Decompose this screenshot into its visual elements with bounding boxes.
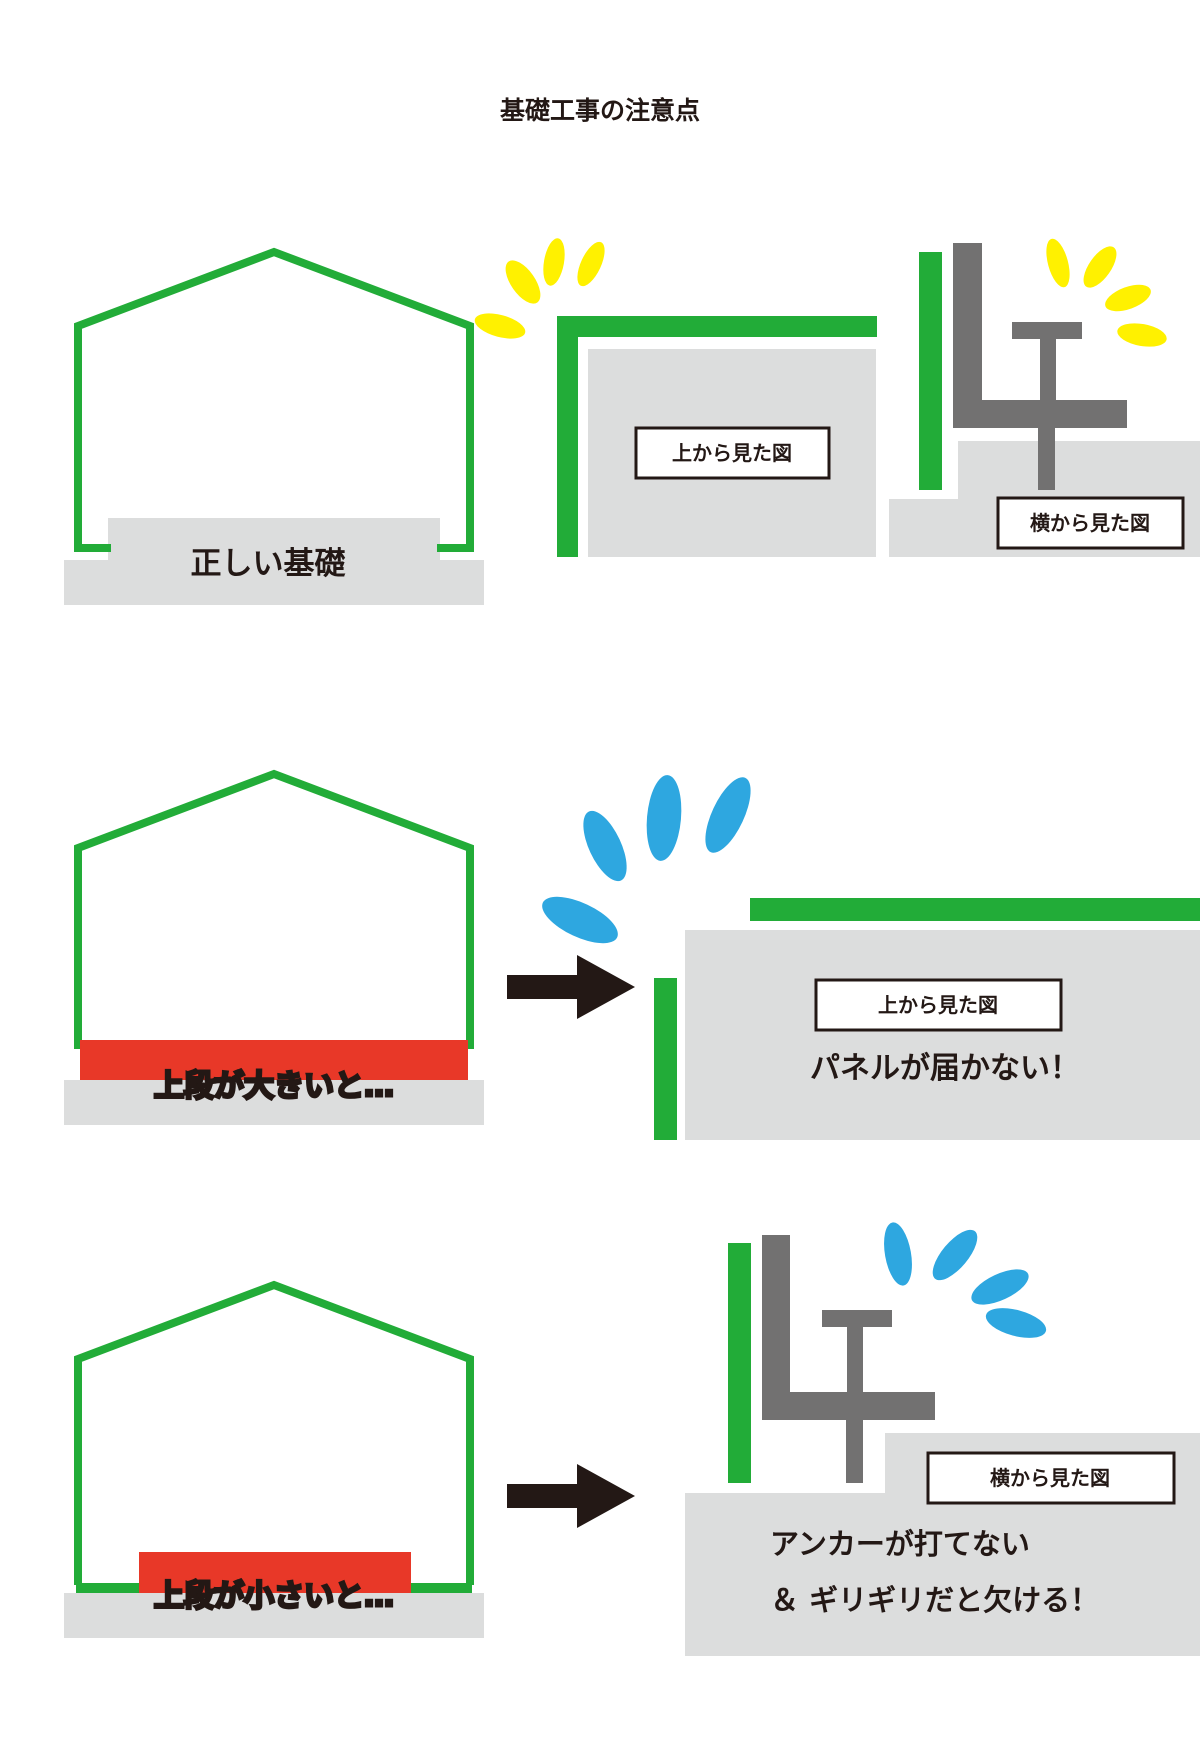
panel-side — [919, 252, 942, 490]
problem-text-line1: アンカーが打てない — [770, 1527, 1030, 1561]
drop-icon — [1046, 238, 1070, 288]
house-label: 正しい基礎 — [191, 546, 346, 582]
view-label-box — [814, 978, 1063, 1032]
drop-icon — [985, 1308, 1047, 1338]
house-upper-large: 上段が大きいと… — [64, 769, 484, 1125]
view-label: 横から見た図 — [1030, 511, 1150, 535]
page-title: 基礎工事の注意点 — [500, 96, 700, 125]
view-label-box — [926, 1451, 1176, 1505]
arrow-icon — [507, 1464, 635, 1528]
panel-top — [750, 898, 1200, 921]
house-upper-small: 上段が小さいと… — [64, 1280, 484, 1638]
anchor-bolt-shaft — [1040, 335, 1056, 405]
panel-left — [557, 316, 578, 557]
foundation-lower-step — [64, 1593, 484, 1638]
anchor-bolt — [953, 243, 1127, 490]
drop-icon — [971, 1269, 1029, 1305]
panel-side — [728, 1243, 751, 1483]
foundation-upper-step — [108, 518, 440, 563]
view-label: 上から見た図 — [878, 993, 998, 1017]
drop-icon — [932, 1229, 978, 1281]
drop-icon — [543, 238, 565, 286]
drop-icon — [705, 777, 751, 853]
top-view-large: 上から見た図 パネルが届かない！ — [542, 775, 1200, 1140]
foundation-lower-step — [685, 1493, 1200, 1656]
drop-icon — [474, 313, 526, 339]
house-outline — [74, 1280, 474, 1585]
panel-top — [557, 316, 877, 337]
view-label: 横から見た図 — [990, 1466, 1110, 1490]
top-view-correct: 上から見た図 — [474, 238, 877, 557]
foundation-lower-step — [64, 560, 484, 605]
section-correct: 正しい基礎 上から見た図 横から見た図 — [64, 238, 1200, 605]
upper-step-large — [80, 1040, 468, 1080]
side-view-correct: 横から見た図 — [889, 238, 1200, 557]
section-upper-too-small: 上段が小さいと… 横から見た図 アンカーが打てない ＆ ギリギリだと欠ける！ — [64, 1222, 1200, 1656]
house-correct: 正しい基礎 — [64, 247, 484, 605]
arrow-icon — [507, 955, 635, 1019]
drop-icon — [583, 810, 627, 882]
foundation-top — [685, 930, 1200, 1140]
house-label: 上段が大きいと… — [154, 1069, 394, 1104]
section-upper-too-large: 上段が大きいと… 上から見た図 パネルが届かない！ — [64, 769, 1200, 1140]
view-label-box — [634, 426, 831, 480]
anchor-bolt — [762, 1235, 935, 1483]
anchor-bolt-head — [822, 1310, 892, 1327]
house-outline — [74, 247, 474, 552]
drop-icon — [884, 1222, 912, 1286]
problem-text: パネルが届かない！ — [810, 1051, 1080, 1086]
foundation-lower-step — [64, 1080, 484, 1125]
drop-icon — [1105, 284, 1151, 312]
drop-icon — [542, 896, 618, 944]
problem-text-line2: ＆ ギリギリだと欠ける！ — [770, 1583, 1099, 1617]
upper-step-small — [139, 1552, 411, 1593]
house-outline — [74, 769, 474, 1049]
drop-icon — [505, 260, 541, 304]
view-label: 上から見た図 — [672, 441, 792, 465]
drop-icon — [646, 775, 682, 861]
panel-left — [654, 978, 677, 1140]
drop-icon — [577, 241, 605, 287]
side-view-small: 横から見た図 アンカーが打てない ＆ ギリギリだと欠ける！ — [685, 1222, 1200, 1656]
drop-icon — [1083, 246, 1117, 288]
view-label-box — [996, 496, 1185, 550]
house-label: 上段が小さいと… — [154, 1579, 394, 1614]
anchor-bolt-shaft — [847, 1323, 863, 1395]
drop-icon — [1117, 323, 1167, 347]
anchor-bolt-head — [1012, 322, 1082, 339]
